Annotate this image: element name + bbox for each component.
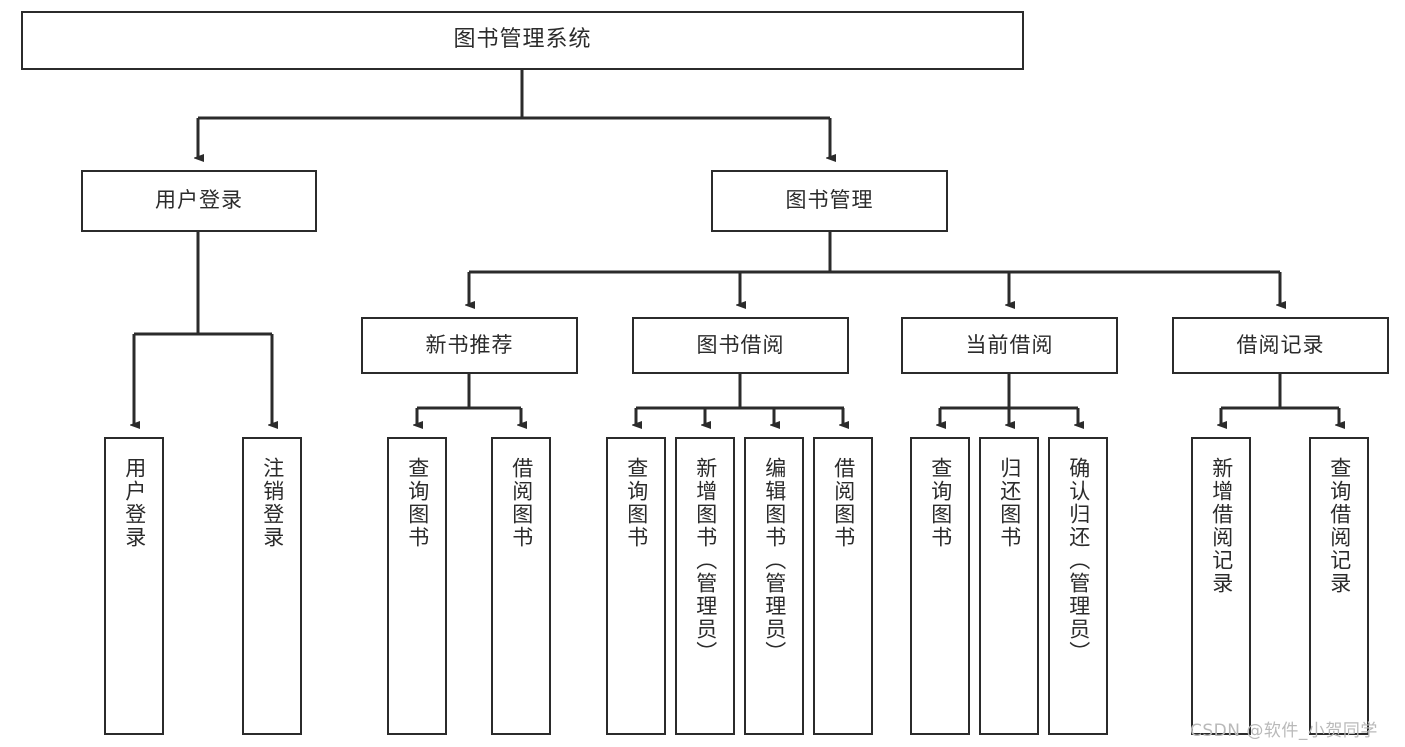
leaf-add-book[interactable]: 新增图书（管理员）: [675, 437, 735, 735]
leaf-label: 查询图书: [405, 457, 430, 549]
leaf-confirm-return[interactable]: 确认归还（管理员）: [1048, 437, 1108, 735]
leaf-borrow-book[interactable]: 借阅图书: [813, 437, 873, 735]
leaf-label: 归还图书: [997, 457, 1022, 549]
node-label: 图书管理系统: [453, 27, 592, 53]
node-book-management-system[interactable]: 图书管理系统: [21, 11, 1024, 70]
leaf-query-book-new-recommend[interactable]: 查询图书: [387, 437, 447, 735]
leaf-label: 编辑图书（管理员）: [762, 457, 787, 664]
node-user-login[interactable]: 用户登录: [81, 170, 317, 232]
node-label: 用户登录: [155, 188, 243, 213]
leaf-query-book-current[interactable]: 查询图书: [910, 437, 970, 735]
leaf-label: 新增图书（管理员）: [693, 457, 718, 664]
leaf-label: 新增借阅记录: [1209, 457, 1234, 595]
node-new-book-recommend[interactable]: 新书推荐: [361, 317, 578, 374]
leaf-label: 确认归还（管理员）: [1066, 457, 1091, 664]
leaf-label: 注销登录: [260, 457, 285, 549]
leaf-label: 用户登录: [122, 457, 147, 549]
node-label: 新书推荐: [425, 332, 514, 357]
leaf-label: 借阅图书: [509, 457, 534, 549]
leaf-label: 借阅图书: [831, 457, 856, 549]
leaf-borrow-book-new-recommend[interactable]: 借阅图书: [491, 437, 551, 735]
leaf-label: 查询图书: [624, 457, 649, 549]
node-current-borrow[interactable]: 当前借阅: [901, 317, 1118, 374]
leaf-add-borrow-record[interactable]: 新增借阅记录: [1191, 437, 1251, 735]
node-borrow-record[interactable]: 借阅记录: [1172, 317, 1389, 374]
csdn-watermark: CSDN @软件_小贺同学: [1190, 721, 1378, 741]
node-book-management[interactable]: 图书管理: [711, 170, 948, 232]
leaf-label: 查询图书: [928, 457, 953, 549]
leaf-return-book[interactable]: 归还图书: [979, 437, 1039, 735]
node-label: 图书借阅: [696, 332, 785, 357]
node-label: 图书管理: [785, 188, 874, 213]
leaf-edit-book[interactable]: 编辑图书（管理员）: [744, 437, 804, 735]
node-label: 当前借阅: [965, 332, 1054, 357]
leaf-label: 查询借阅记录: [1327, 457, 1352, 595]
leaf-user-login[interactable]: 用户登录: [104, 437, 164, 735]
node-book-borrow[interactable]: 图书借阅: [632, 317, 849, 374]
node-label: 借阅记录: [1236, 332, 1325, 357]
leaf-query-borrow-record[interactable]: 查询借阅记录: [1309, 437, 1369, 735]
leaf-query-book-borrow[interactable]: 查询图书: [606, 437, 666, 735]
leaf-logout-login[interactable]: 注销登录: [242, 437, 302, 735]
